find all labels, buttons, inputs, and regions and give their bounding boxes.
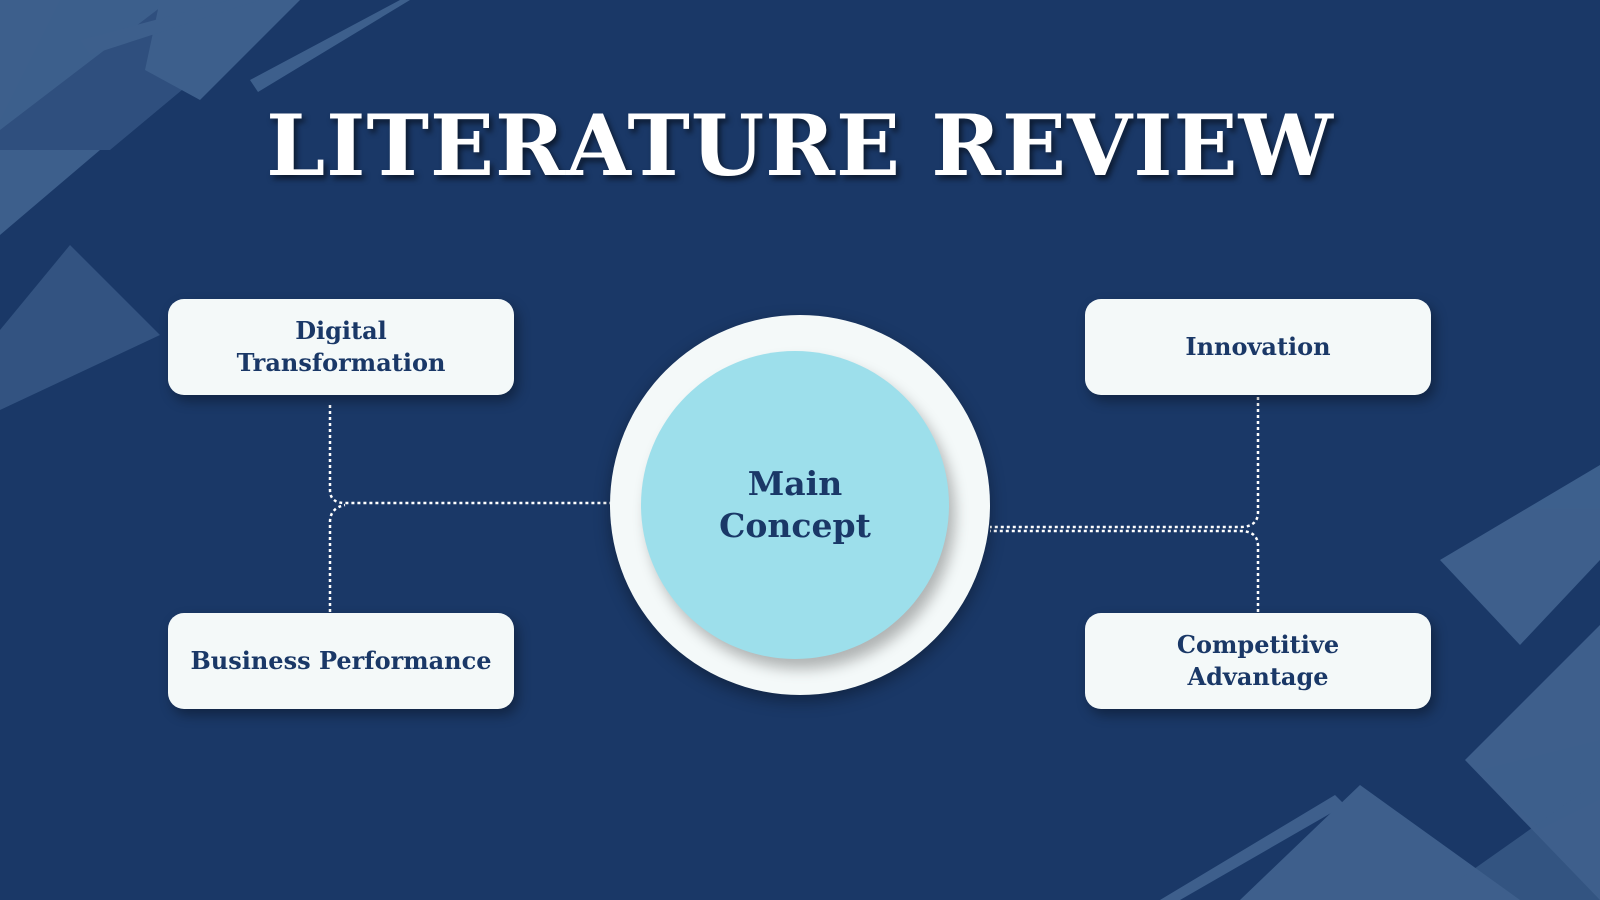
connector-right-top — [990, 397, 1260, 529]
node-digital-transformation: Digital Transformation — [168, 299, 514, 395]
main-concept-line1: Main — [747, 464, 843, 503]
node-competitive-advantage: Competitive Advantage — [1085, 613, 1431, 709]
node-label: Competitive Advantage — [1176, 630, 1340, 691]
connector-left-bottom — [328, 503, 346, 612]
node-business-performance: Business Performance — [168, 613, 514, 709]
node-label: Innovation — [1185, 332, 1331, 361]
node-label: Digital Transformation — [236, 316, 446, 377]
main-concept-line2: Concept — [719, 506, 871, 545]
main-concept-circle: Main Concept — [641, 351, 949, 659]
connector-left-top — [328, 405, 612, 505]
connector-right-bottom — [990, 529, 1260, 612]
slide-title: LITERATURE REVIEW — [266, 96, 1334, 195]
node-innovation: Innovation — [1085, 299, 1431, 395]
node-label: Business Performance — [190, 646, 492, 675]
